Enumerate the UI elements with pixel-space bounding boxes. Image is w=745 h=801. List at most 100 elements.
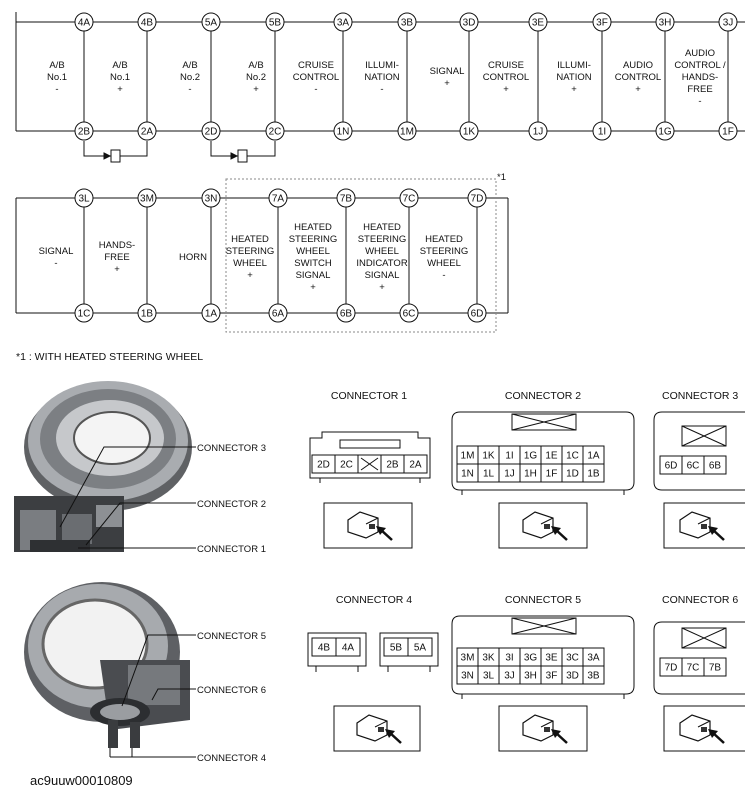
connector-view-arrow-icon [347,511,393,541]
pin-top-3M: 3M [137,188,157,208]
svg-text:6D: 6D [665,461,678,472]
figure-id: ac9uuw00010809 [30,773,133,788]
svg-text:2A: 2A [409,460,422,471]
svg-text:1E: 1E [545,451,558,462]
svg-text:STEERING: STEERING [289,234,338,245]
svg-text:1C: 1C [566,451,579,462]
c5-pin-3B: 3B [582,665,605,685]
svg-text:+: + [310,282,316,293]
circuit-label: A/BNo.1+ [110,60,130,95]
svg-text:CONTROL: CONTROL [293,72,339,83]
pin-top-3J: 3J [718,12,738,32]
circuit-label: A/BNo.2+ [246,60,266,95]
pin-bottom-6C: 6C [399,303,419,323]
svg-text:HANDS-: HANDS- [682,72,718,83]
svg-text:STEERING: STEERING [226,246,275,257]
pin-top-7B: 7B [336,188,356,208]
c2-pin-1I: 1I [498,445,521,465]
svg-text:3F: 3F [596,18,608,29]
c2-pin-1H: 1H [519,463,542,483]
svg-text:6A: 6A [272,309,285,320]
c2-pin-1N: 1N [456,463,479,483]
svg-text:CONTROL: CONTROL [615,72,661,83]
svg-text:-: - [314,84,317,95]
svg-text:3K: 3K [482,653,495,664]
pin-bottom-6B: 6B [336,303,356,323]
connector-view-arrow-icon [356,714,402,744]
c3-pin-6D: 6D [659,455,683,475]
svg-text:2C: 2C [340,460,353,471]
svg-text:2A: 2A [141,127,154,138]
svg-text:1A: 1A [205,309,218,320]
svg-text:1G: 1G [658,127,672,138]
c2-pin-1L: 1L [477,463,500,483]
svg-text:3J: 3J [504,671,515,682]
svg-text:+: + [379,282,385,293]
svg-text:-: - [442,270,445,281]
photo-leaders-lower [109,634,196,758]
pin-bottom-2D: 2D [201,121,221,141]
svg-text:3A: 3A [337,18,350,29]
svg-text:3M: 3M [140,194,154,205]
svg-text:+: + [635,84,641,95]
c5-pin-3C: 3C [561,647,584,667]
svg-text:3M: 3M [461,653,475,664]
pin-bottom-2B: 2B [74,121,94,141]
connector-view-arrow-icon [679,714,725,744]
photo-label-connector-6: CONNECTOR 6 [197,685,266,696]
pin-top-3E: 3E [528,12,548,32]
svg-text:4B: 4B [141,18,154,29]
c4-pin-5B: 5B [383,637,409,657]
svg-text:WHEEL: WHEEL [427,258,461,269]
svg-text:4A: 4A [342,643,355,654]
circuit-label: A/BNo.1- [47,60,67,95]
connector-1-title: CONNECTOR 1 [331,390,407,402]
svg-text:HEATED: HEATED [363,222,401,233]
svg-text:4B: 4B [318,643,331,654]
shorting-bar-ab2 [210,141,276,163]
svg-text:HEATED: HEATED [294,222,332,233]
svg-text:6C: 6C [687,461,700,472]
pin-top-7C: 7C [399,188,419,208]
pin-top-3B: 3B [397,12,417,32]
svg-text:+: + [117,84,123,95]
svg-text:5A: 5A [205,18,218,29]
svg-text:WHEEL: WHEEL [365,246,399,257]
svg-text:STEERING: STEERING [420,246,469,257]
svg-text:+: + [444,78,450,89]
svg-text:ILLUMI-: ILLUMI- [557,60,591,71]
svg-text:3I: 3I [505,653,513,664]
svg-text:WHEEL: WHEEL [296,246,330,257]
pin-bottom-1K: 1K [459,121,479,141]
svg-text:1K: 1K [463,127,476,138]
svg-text:3H: 3H [659,18,672,29]
pin-bottom-1B: 1B [137,303,157,323]
svg-text:3N: 3N [205,194,218,205]
circuit-label: SIGNAL- [39,246,74,269]
pin-top-3N: 3N [201,188,221,208]
svg-text:7B: 7B [709,663,722,674]
svg-text:SIGNAL: SIGNAL [365,270,400,281]
svg-text:3E: 3E [545,653,558,664]
pin-bottom-1A: 1A [201,303,221,323]
svg-text:7C: 7C [403,194,416,205]
option-note-marker: *1 [497,172,506,183]
svg-text:3D: 3D [463,18,476,29]
c2-pin-1K: 1K [477,445,500,465]
svg-text:1F: 1F [722,127,734,138]
pin-top-4A: 4A [74,12,94,32]
svg-text:ILLUMI-: ILLUMI- [365,60,399,71]
svg-text:+: + [114,264,120,275]
svg-text:FREE: FREE [687,84,712,95]
c5-pin-3K: 3K [477,647,500,667]
pin-bottom-1I: 1I [592,121,612,141]
svg-text:1A: 1A [587,451,600,462]
c5-pin-3H: 3H [519,665,542,685]
connector-view-arrow-icon [679,511,725,541]
svg-text:5B: 5B [269,18,282,29]
